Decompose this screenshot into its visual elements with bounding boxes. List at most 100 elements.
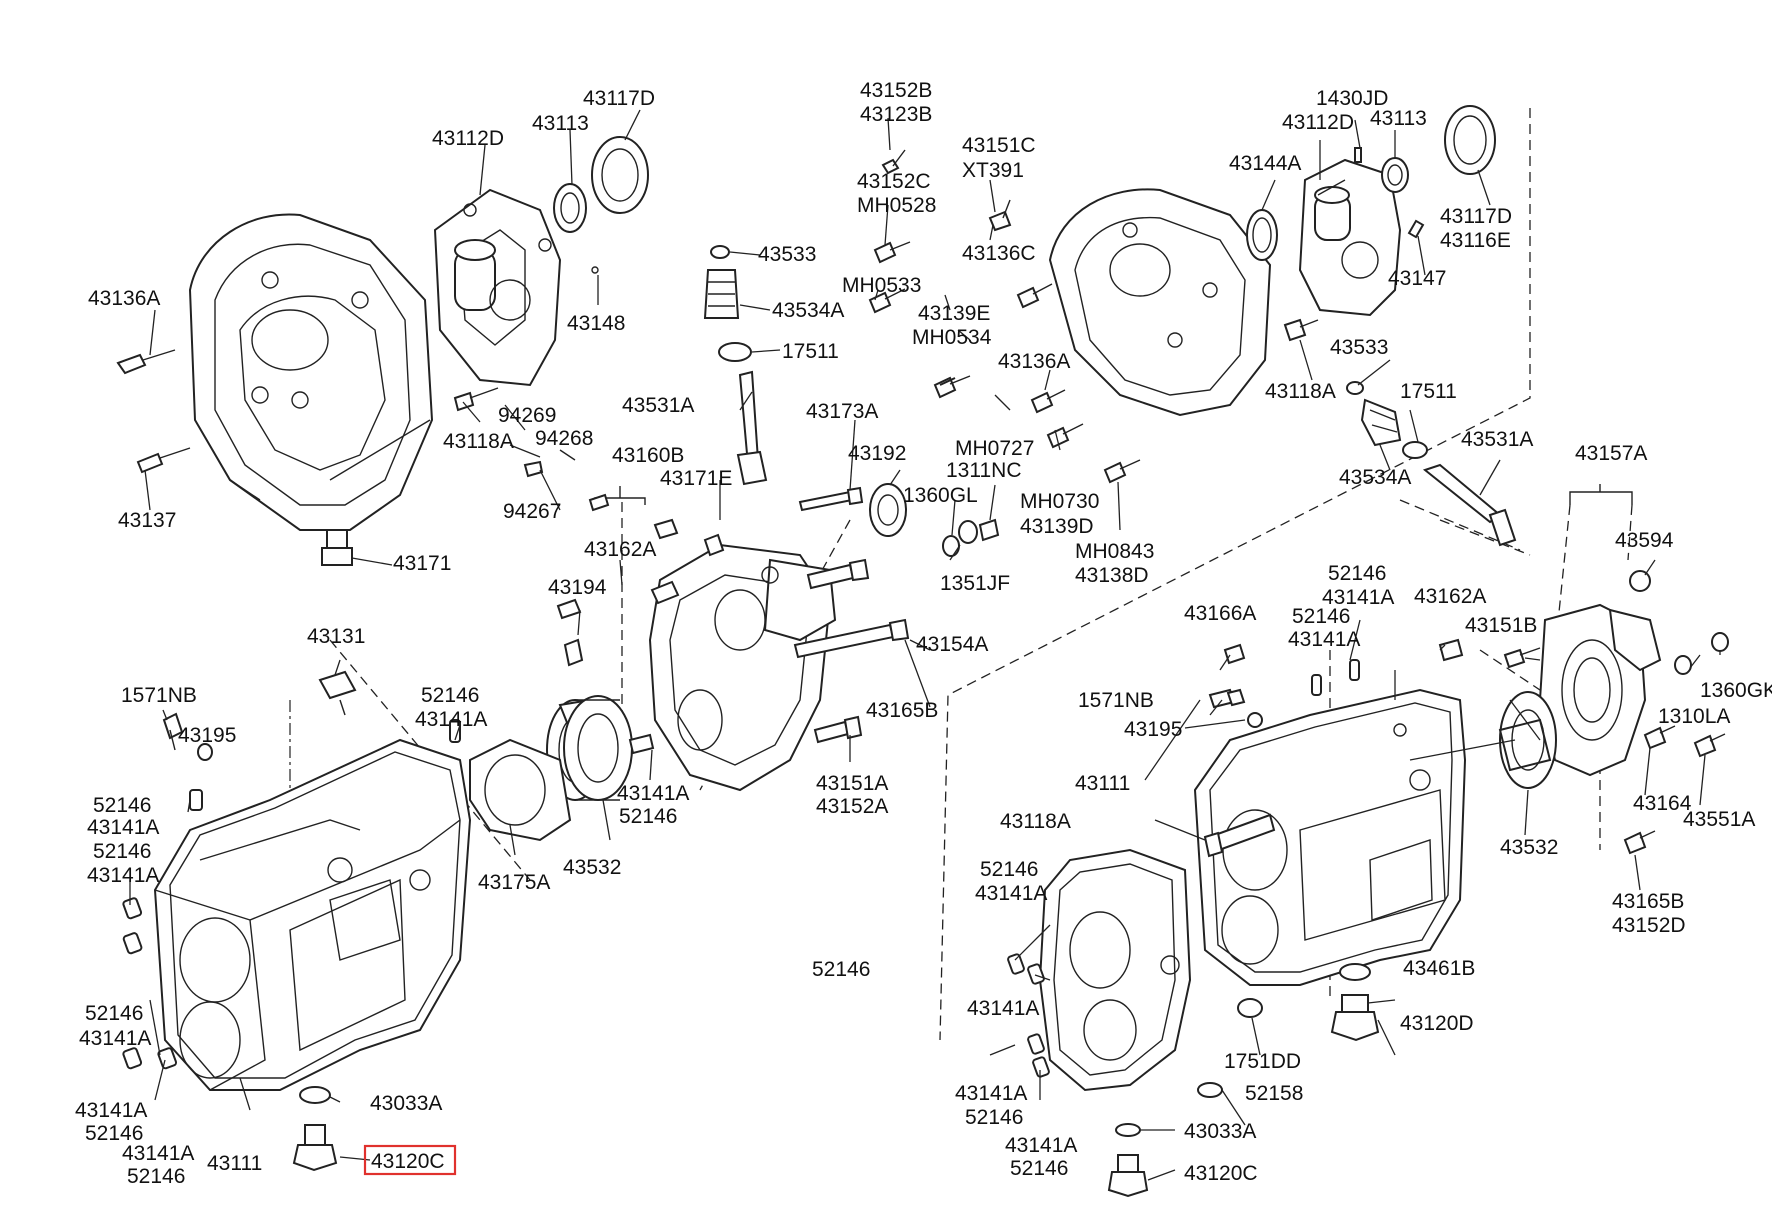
label-43141A-a6: 43141A <box>122 1142 194 1165</box>
label-52146-a6: 52146 <box>127 1165 185 1188</box>
transmission-case-left <box>122 670 572 1172</box>
label-MH0528: MH0528 <box>857 194 936 217</box>
leader-lines <box>129 109 1721 1181</box>
label-43531A: 43531A <box>622 394 694 417</box>
label-52146-b5: 52146 <box>965 1106 1023 1129</box>
label-52146-a5: 52146 <box>85 1122 143 1145</box>
label-1430JD: 1430JD <box>1316 87 1388 110</box>
label-52146-b6: 52146 <box>1010 1157 1068 1180</box>
label-52146-a3: 52146 <box>93 840 151 863</box>
label-43152D: 43152D <box>1612 914 1686 937</box>
label-94268: 94268 <box>535 427 593 450</box>
bearings-middle <box>546 483 1000 801</box>
label-MH0533: MH0533 <box>842 274 921 297</box>
label-43594: 43594 <box>1615 529 1674 552</box>
label-43151C: 43151C <box>962 134 1036 157</box>
label-43137: 43137 <box>118 509 176 532</box>
label-17511: 17511 <box>782 340 839 363</box>
label-43164: 43164 <box>1633 792 1692 815</box>
label-52146-a1: 52146 <box>421 684 479 707</box>
clutch-housing-right <box>1048 188 1278 417</box>
label-43136A-2: 43136A <box>998 350 1070 373</box>
label-43532-2: 43532 <box>1500 836 1558 859</box>
label-43147: 43147 <box>1388 267 1446 290</box>
label-94267: 94267 <box>503 500 561 523</box>
label-43111-2: 43111 <box>1075 772 1130 795</box>
label-43136A: 43136A <box>88 287 160 310</box>
label-1571NB: 1571NB <box>121 684 197 707</box>
label-52146-a4: 52146 <box>85 1002 143 1025</box>
label-43141A-b6: 43141A <box>1005 1134 1077 1157</box>
label-43195-2: 43195 <box>1124 718 1182 741</box>
clutch-housing-left <box>188 213 434 531</box>
label-43113-2: 43113 <box>1370 107 1427 130</box>
label-43141A-a2: 43141A <box>87 816 159 839</box>
seals-left <box>553 136 649 274</box>
label-43112D-2: 43112D <box>1282 111 1354 134</box>
highlight-box-43120C <box>363 1144 457 1176</box>
label-43123B: 43123B <box>860 103 932 126</box>
label-43118A-3: 43118A <box>1000 810 1071 833</box>
center-extension-housing <box>648 543 837 792</box>
label-MH0727: MH0727 <box>955 437 1034 460</box>
label-43138D: 43138D <box>1075 564 1149 587</box>
label-43117D-2: 43117D <box>1440 205 1512 228</box>
front-cover-right <box>1283 105 1496 342</box>
front-cover-left <box>433 188 562 387</box>
label-43532: 43532 <box>563 856 621 879</box>
label-52146-b3: 52146 <box>980 858 1038 881</box>
label-43160B: 43160B <box>612 444 684 467</box>
label-43162A: 43162A <box>584 538 656 561</box>
label-43173A: 43173A <box>806 400 878 423</box>
label-43194: 43194 <box>548 576 607 599</box>
label-43112D: 43112D <box>432 127 504 150</box>
label-43533: 43533 <box>758 243 816 266</box>
label-43141A-a3: 43141A <box>87 864 159 887</box>
label-52158: 52158 <box>1245 1082 1303 1105</box>
label-43151A: 43151A <box>816 772 888 795</box>
label-43116E: 43116E <box>1440 229 1511 252</box>
label-52146-a2: 52146 <box>93 794 151 817</box>
part-labels: 43136A 43137 43112D 43113 43117D 43148 4… <box>75 79 1772 1188</box>
label-43139D: 43139D <box>1020 515 1094 538</box>
label-43166A: 43166A <box>1184 602 1256 625</box>
label-43141A-b1: 43141A <box>1322 586 1394 609</box>
label-43141A-b4: 43141A <box>967 997 1039 1020</box>
label-43152A: 43152A <box>816 795 888 818</box>
label-43111: 43111 <box>207 1152 262 1175</box>
label-43162A-2: 43162A <box>1414 585 1486 608</box>
label-52146-b1: 52146 <box>1328 562 1386 585</box>
label-43192: 43192 <box>848 442 906 465</box>
label-43157A: 43157A <box>1575 442 1647 465</box>
label-43531A-2: 43531A <box>1461 428 1533 451</box>
label-43033A: 43033A <box>370 1092 442 1115</box>
label-MH0843: MH0843 <box>1075 540 1154 563</box>
label-43136C: 43136C <box>962 242 1036 265</box>
label-52146-c: 52146 <box>619 805 677 828</box>
label-43141A-a1: 43141A <box>415 708 487 731</box>
label-43151B: 43151B <box>1465 614 1537 637</box>
label-43152B: 43152B <box>860 79 932 102</box>
label-43154A: 43154A <box>916 633 988 656</box>
label-43551A: 43551A <box>1683 808 1755 831</box>
label-43141A-a4: 43141A <box>79 1027 151 1050</box>
label-1751DD: 1751DD <box>1224 1050 1301 1073</box>
bolts-center <box>556 486 910 755</box>
label-43171: 43171 <box>393 552 451 575</box>
label-43461B: 43461B <box>1403 957 1475 980</box>
label-43118A-2: 43118A <box>1265 380 1336 403</box>
sensor-parts-right <box>1346 381 1517 547</box>
label-94269: 94269 <box>498 404 556 427</box>
label-43120C-highlighted[interactable]: 43120C <box>371 1150 445 1173</box>
label-43139E: 43139E <box>918 302 990 325</box>
label-1310LA: 1310LA <box>1658 705 1730 728</box>
transmission-case-right <box>1193 659 1467 986</box>
label-43120C-2: 43120C <box>1184 1162 1258 1185</box>
label-17511-2: 17511 <box>1400 380 1457 403</box>
label-43534A-2: 43534A <box>1339 466 1411 489</box>
label-52146-mid: 52146 <box>812 958 870 981</box>
label-1360GL: 1360GL <box>903 484 978 507</box>
label-43141A-c: 43141A <box>617 782 689 805</box>
